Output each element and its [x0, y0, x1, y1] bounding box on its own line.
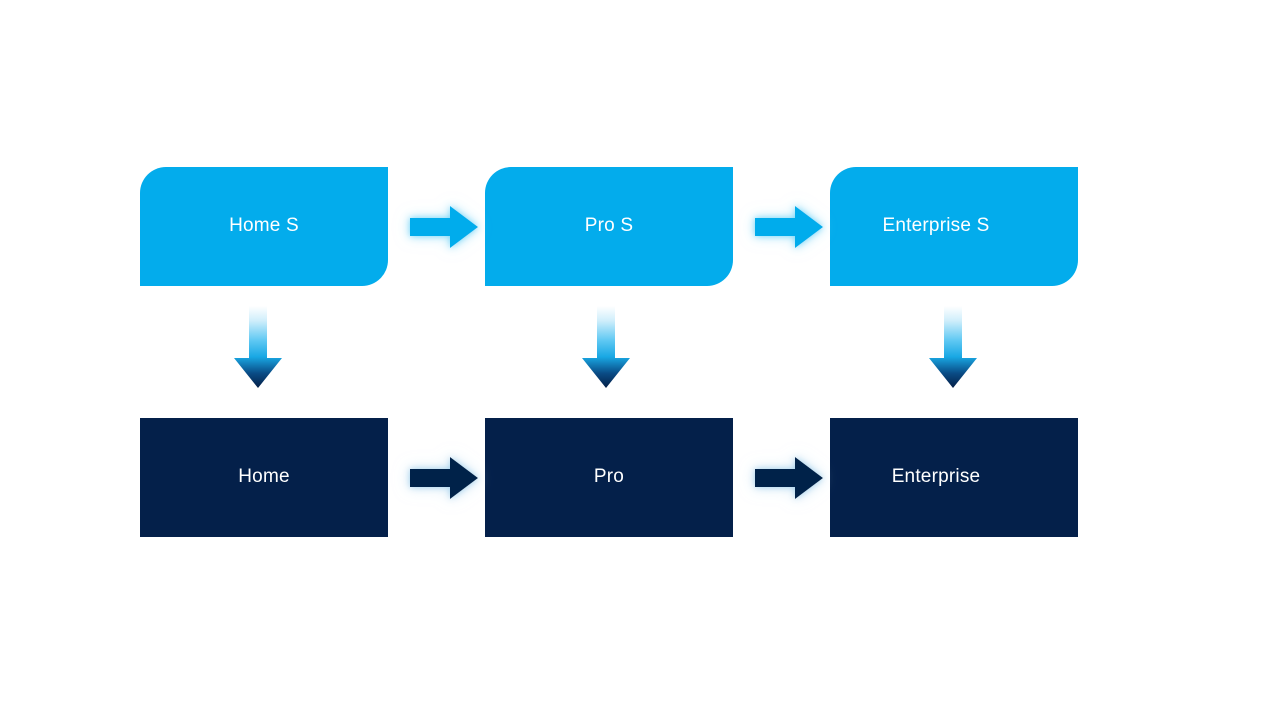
arrow-pro-s-to-pro-icon — [581, 306, 631, 390]
node-pro-label: Pro — [593, 465, 625, 487]
arrow-pro-to-enterprise-icon — [753, 454, 825, 502]
node-pro-s[interactable]: Pro S — [485, 167, 733, 286]
node-enterprise-s-label: Enterprise S — [882, 214, 990, 236]
node-home-label: Home — [238, 465, 290, 487]
node-enterprise[interactable]: Enterprise — [830, 418, 1078, 537]
node-enterprise-s[interactable]: Enterprise S — [830, 167, 1078, 286]
node-home-s-label: Home S — [229, 214, 299, 236]
node-home[interactable]: Home — [140, 418, 388, 537]
arrow-enterprise-s-to-enterprise-icon — [928, 306, 978, 390]
arrow-home-s-to-home-icon — [233, 306, 283, 390]
node-pro-s-label: Pro S — [584, 214, 634, 236]
node-pro[interactable]: Pro — [485, 418, 733, 537]
arrow-home-to-pro-icon — [408, 454, 480, 502]
arrow-home-s-to-pro-s-icon — [408, 203, 480, 251]
node-enterprise-label: Enterprise — [891, 465, 981, 487]
arrow-pro-s-to-enterprise-s-icon — [753, 203, 825, 251]
node-home-s[interactable]: Home S — [140, 167, 388, 286]
